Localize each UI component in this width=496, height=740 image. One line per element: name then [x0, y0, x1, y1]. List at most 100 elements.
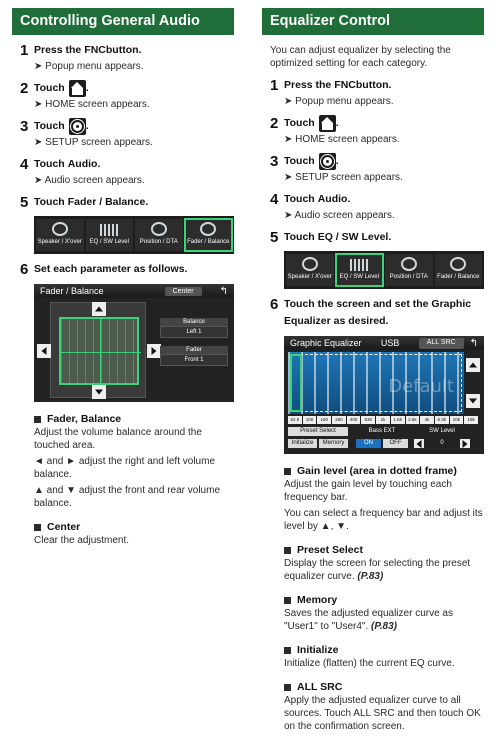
menu-tile[interactable]: Position / DTA [135, 219, 183, 251]
title-controls: Center ↰ [164, 285, 228, 297]
arrow-up-button[interactable] [92, 302, 106, 316]
selected-frequency-bar[interactable] [290, 354, 302, 412]
speaker-icon [400, 257, 417, 271]
section-body: Adjust the gain level by touching each f… [284, 478, 484, 533]
step-body: Touch Audio.➤ Audio screen appears. [34, 156, 234, 187]
all-src-button[interactable]: ALL SRC [418, 337, 464, 349]
speaker-icon [200, 222, 217, 236]
section-body: Apply the adjusted equalizer curve to al… [284, 694, 484, 733]
bass-ext-off-button[interactable]: OFF [383, 439, 408, 448]
step-instruction: Touch Audio. [284, 191, 484, 208]
step-body: Touch .➤ HOME screen appears. [284, 115, 484, 146]
step-number: 6 [20, 261, 29, 278]
step-instruction: Press the FNC button. [284, 77, 484, 94]
menu-tile-label: EQ / SW Level [339, 274, 379, 280]
step-4: 4 Touch Audio.➤ Audio screen appears. [20, 156, 234, 187]
step-text: Press the [34, 44, 82, 56]
arrow-down-button[interactable] [92, 385, 106, 399]
menu-tile[interactable]: Fader / Balance [434, 254, 482, 286]
section-body: Saves the adjusted equalizer curve as "U… [284, 607, 484, 633]
menu-tile[interactable]: EQ / SW Level [334, 253, 384, 287]
section-body: Initialize (flatten) the current EQ curv… [284, 657, 484, 670]
menu-tile[interactable]: Position / DTA [385, 254, 433, 286]
section-line: Display the screen for selecting the pre… [284, 558, 471, 582]
key-label: Fader / Balance [67, 196, 146, 208]
menu-tile-label: Speaker / X'over [37, 239, 82, 245]
key-label: FNC [84, 44, 106, 56]
title-controls: ALL SRC ↰ [418, 337, 478, 349]
section-title: Preset Select [284, 544, 484, 556]
step-text-end: . [347, 193, 351, 205]
step-text: Touch the screen and set the Graphic Equ… [284, 298, 472, 327]
crosshair-vertical [100, 319, 101, 387]
step-number: 4 [20, 156, 29, 173]
balance-label: Balance [160, 318, 228, 326]
eq-gain-area[interactable]: Default [288, 352, 464, 414]
balance-grid[interactable] [59, 317, 141, 387]
menu-tile-label: Position / DTA [139, 239, 178, 245]
step-text-end: . [85, 120, 89, 132]
back-arrow-icon[interactable]: ↰ [219, 285, 228, 297]
back-arrow-icon[interactable]: ↰ [469, 337, 478, 349]
key-label: Audio [67, 158, 98, 170]
step-text: Touch [284, 117, 315, 129]
menu-tile[interactable]: Fader / Balance [183, 218, 233, 252]
center-button[interactable]: Center [164, 286, 202, 296]
frequency-label: 2.5k [405, 416, 420, 424]
equalizer-icon [350, 259, 369, 271]
home-icon [68, 80, 86, 97]
step-body: Touch Audio.➤ Audio screen appears. [284, 191, 484, 222]
preset-name: Default [388, 376, 454, 397]
bass-ext-on-button[interactable]: ON [356, 439, 381, 448]
frequency-label: 630 [361, 416, 376, 424]
step-body: Touch .➤ HOME screen appears. [34, 80, 234, 111]
fader-label: Fader [160, 346, 228, 354]
arrow-right-button[interactable] [147, 344, 161, 358]
sw-level-label: SW Level [429, 428, 455, 434]
section-line: Adjust the volume balance around the tou… [34, 427, 202, 451]
level-down-button[interactable] [466, 394, 480, 408]
menu-tile[interactable]: EQ / SW Level [85, 219, 133, 251]
frequency-label: 100 [302, 416, 317, 424]
level-up-button[interactable] [466, 358, 480, 372]
step-number: 3 [20, 118, 29, 135]
speaker-icon [150, 222, 167, 236]
initialize-button[interactable]: Initialize [288, 439, 317, 448]
menu-tile[interactable]: Speaker / X'over [286, 254, 334, 286]
fader-area[interactable] [37, 302, 161, 399]
menu-tile[interactable]: Speaker / X'over [36, 219, 84, 251]
step-instruction: Touch the screen and set the Graphic Equ… [284, 296, 484, 330]
step-text-end: . [85, 82, 89, 94]
frequency-bars[interactable] [288, 352, 464, 414]
key-label: Audio [317, 193, 348, 205]
preset-select-button[interactable]: Preset Select [288, 427, 348, 436]
step-text-end: button. [105, 44, 142, 56]
intro-text: You can adjust equalizer by selecting th… [270, 45, 451, 69]
fader-value: Front 1 [160, 354, 228, 366]
step-number: 1 [20, 42, 29, 59]
arrow-left-button[interactable] [37, 344, 51, 358]
section-header: Equalizer Control [262, 8, 484, 35]
section-body: Display the screen for selecting the pre… [284, 557, 484, 583]
memory-button[interactable]: Memory [319, 439, 348, 448]
step-number: 5 [270, 229, 279, 246]
sw-level-up-button[interactable] [460, 439, 470, 448]
menu-tile-label: Fader / Balance [437, 274, 480, 280]
section-line: Apply the adjusted equalizer curve to al… [284, 695, 481, 732]
step-result: ➤ SETUP screen appears. [34, 137, 153, 148]
section-body: Adjust the volume balance around the tou… [34, 426, 234, 510]
menu-tile-label: Speaker / X'over [287, 274, 332, 280]
page-reference: (P.83) [357, 571, 384, 582]
sw-level-down-button[interactable] [414, 439, 424, 448]
step-text-end: button. [355, 79, 392, 91]
